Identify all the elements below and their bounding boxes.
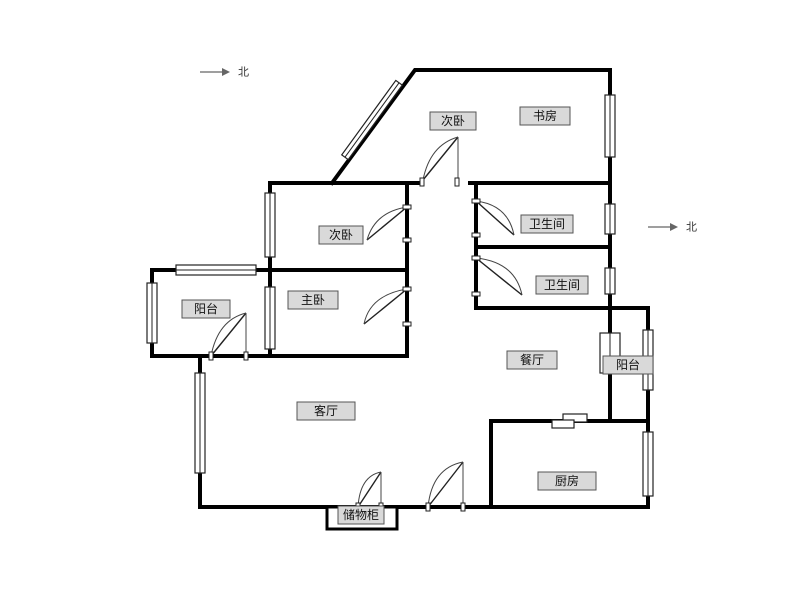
window [264, 286, 276, 350]
svg-text:客厅: 客厅 [314, 403, 338, 418]
window [642, 431, 654, 497]
door [363, 286, 412, 327]
room-label-bathroom-1: 卫生间 [520, 214, 574, 234]
room-label-storage: 储物柜 [337, 505, 385, 525]
svg-text:主卧: 主卧 [301, 293, 325, 307]
window [604, 94, 616, 158]
room-label-balcony-east: 阳台 [602, 355, 654, 375]
svg-text:卫生间: 卫生间 [529, 217, 565, 231]
window [340, 79, 404, 161]
door [425, 461, 466, 512]
window [604, 267, 616, 295]
svg-text:阳台: 阳台 [194, 301, 218, 316]
window [604, 203, 616, 235]
window [562, 413, 588, 423]
inner-wall [489, 419, 650, 509]
door [471, 198, 515, 238]
window [146, 282, 158, 344]
window [264, 192, 276, 258]
room-label-kitchen: 厨房 [537, 471, 597, 491]
door [419, 136, 460, 187]
window [551, 419, 575, 429]
door [208, 312, 249, 361]
room-label-study: 书房 [519, 106, 571, 126]
svg-text:餐厅: 餐厅 [520, 352, 544, 367]
door [366, 204, 412, 243]
svg-text:储物柜: 储物柜 [343, 507, 379, 522]
room-label-bathroom-2: 卫生间 [535, 275, 589, 295]
room-label-dining-room: 餐厅 [506, 350, 558, 370]
svg-text:阳台: 阳台 [616, 357, 640, 372]
arrow-head [670, 223, 678, 231]
room-label-bedroom-2a: 次卧 [429, 111, 477, 131]
room-label-master-bedroom: 主卧 [287, 290, 339, 310]
door [471, 255, 523, 297]
svg-text:北: 北 [686, 221, 697, 234]
svg-text:厨房: 厨房 [555, 473, 579, 488]
svg-text:书房: 书房 [533, 108, 557, 123]
walls [150, 68, 650, 509]
room-label-living-room: 客厅 [296, 401, 356, 421]
room-label-balcony-west: 阳台 [181, 299, 231, 319]
window [194, 372, 206, 474]
svg-text:卫生间: 卫生间 [544, 278, 580, 292]
svg-text:次卧: 次卧 [329, 228, 353, 242]
svg-text:北: 北 [238, 66, 249, 79]
window [175, 264, 257, 276]
north-indicator: 北 [648, 221, 697, 234]
svg-text:次卧: 次卧 [441, 114, 465, 128]
north-indicator: 北 [200, 66, 249, 79]
arrow-head [222, 68, 230, 76]
room-label-bedroom-2b: 次卧 [318, 225, 364, 245]
